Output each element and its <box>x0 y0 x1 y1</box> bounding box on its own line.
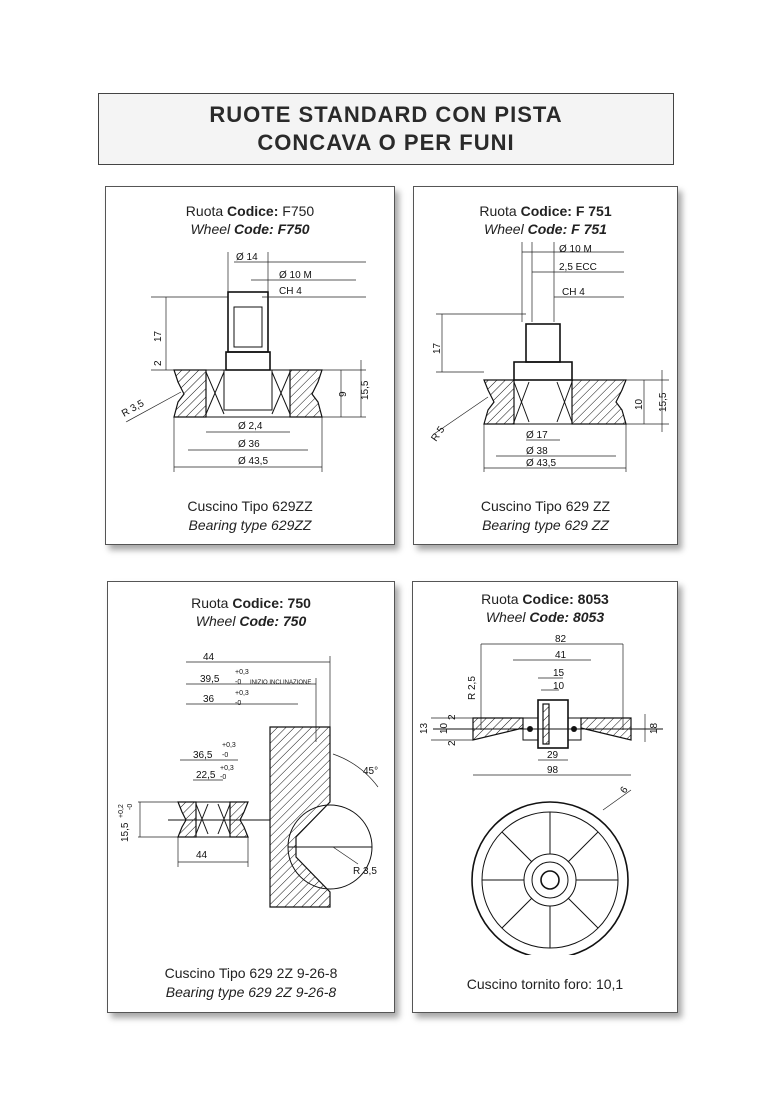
dim-d435: Ø 43,5 <box>238 456 268 467</box>
dim-82: 82 <box>555 634 567 645</box>
svg-text:-0: -0 <box>235 700 241 707</box>
dim-29: 29 <box>547 750 559 761</box>
title-line-2: CONCAVA O PER FUNI <box>257 130 515 155</box>
dim-d24: Ø 2,4 <box>238 421 263 432</box>
technical-drawing: Ø 10 M 2,5 ECC CH 4 17 R 5 10 15,5 Ø 17 … <box>429 242 669 472</box>
svg-text:-0: -0 <box>222 752 228 759</box>
svg-text:-0: -0 <box>235 679 241 686</box>
dim-d14: Ø 14 <box>236 252 258 263</box>
card-wheel-750: Ruota Codice: 750 Wheel Code: 750 44 39,… <box>107 581 395 1013</box>
dim-98: 98 <box>547 765 559 776</box>
technical-drawing: 44 39,5 +0,3 -0 INIZIO INCLINAZIONE 36 +… <box>118 652 379 908</box>
dim-41: 41 <box>555 650 567 661</box>
dim-d36: Ø 36 <box>238 439 260 450</box>
card-header: Ruota Codice: 750 Wheel Code: 750 <box>191 595 311 629</box>
dim-r5: R 5 <box>429 424 447 443</box>
dim-2a: 2 <box>447 714 458 720</box>
dim-10: 10 <box>553 681 565 692</box>
svg-text:+0,2: +0,2 <box>118 804 125 818</box>
card-footer: Cuscino Tipo 629 ZZ Bearing type 629 ZZ <box>480 498 611 533</box>
dim-15: 15 <box>553 668 565 679</box>
dim-d10m: Ø 10 M <box>279 270 312 281</box>
dim-17: 17 <box>432 342 443 354</box>
dim-d10m: Ø 10 M <box>559 244 592 255</box>
page-title: RUOTE STANDARD CON PISTA CONCAVA O PER F… <box>98 93 674 165</box>
dim-365: 36,5 <box>193 750 213 761</box>
card-header: Ruota Codice: F750 Wheel Code: F750 <box>185 203 315 237</box>
dim-10: 10 <box>634 398 645 410</box>
card-wheel-f750: Ruota Codice: F750 Wheel Code: F750 Ø 14… <box>105 186 395 545</box>
technical-drawing: Ø 14 Ø 10 M CH 4 17 2 R 3,5 9 15,5 <box>120 252 371 472</box>
dim-225: 22,5 <box>196 770 216 781</box>
card-footer: Cuscino Tipo 629 2Z 9-26-8 Bearing type … <box>164 965 338 1000</box>
dim-2b: 2 <box>447 740 458 746</box>
dim-10-left: 10 <box>439 722 450 734</box>
dim-d435: Ø 43,5 <box>526 458 556 469</box>
dim-ch4: CH 4 <box>562 287 585 298</box>
dim-44-bottom: 44 <box>196 850 208 861</box>
svg-text:+0,3: +0,3 <box>235 669 249 676</box>
dim-395: 39,5 <box>200 674 220 685</box>
svg-text:+0,3: +0,3 <box>220 765 234 772</box>
dim-155: 15,5 <box>360 380 371 400</box>
dim-25ecc: 2,5 ECC <box>559 262 597 273</box>
dim-155: 15,5 <box>120 822 131 842</box>
dim-r35: R 3,5 <box>353 866 377 877</box>
dim-r25: R 2,5 <box>467 676 478 700</box>
dim-6: 6 <box>618 784 630 795</box>
card-footer: Cuscino tornito foro: 10,1 <box>466 976 624 992</box>
dim-13: 13 <box>419 722 430 734</box>
dim-9: 9 <box>338 391 349 397</box>
svg-text:-0: -0 <box>127 804 134 810</box>
card-header: Ruota Codice: 8053 Wheel Code: 8053 <box>481 591 609 625</box>
dim-2: 2 <box>153 360 164 366</box>
dim-36: 36 <box>203 694 215 705</box>
technical-drawing: 82 41 15 10 R 2,5 13 10 2 2 18 29 98 <box>419 634 663 955</box>
svg-text:-0: -0 <box>220 774 226 781</box>
dim-ch4: CH 4 <box>279 286 302 297</box>
dim-45deg: 45° <box>363 766 378 777</box>
dim-17: 17 <box>153 330 164 342</box>
svg-text:+0,3: +0,3 <box>235 690 249 697</box>
dim-inizio: INIZIO INCLINAZIONE <box>250 680 311 686</box>
dim-155: 15,5 <box>658 392 669 412</box>
card-header: Ruota Codice: F 751 Wheel Code: F 751 <box>479 203 612 237</box>
card-footer: Cuscino Tipo 629ZZ Bearing type 629ZZ <box>187 498 313 533</box>
title-line-1: RUOTE STANDARD CON PISTA <box>209 102 563 127</box>
dim-d38: Ø 38 <box>526 446 548 457</box>
card-wheel-f751: Ruota Codice: F 751 Wheel Code: F 751 Ø … <box>413 186 678 545</box>
card-wheel-8053: Ruota Codice: 8053 Wheel Code: 8053 82 4… <box>412 581 678 1013</box>
dim-d17: Ø 17 <box>526 430 548 441</box>
svg-text:+0,3: +0,3 <box>222 742 236 749</box>
dim-r35: R 3,5 <box>120 398 147 420</box>
dim-18: 18 <box>649 722 660 734</box>
dim-44-top: 44 <box>203 652 215 663</box>
